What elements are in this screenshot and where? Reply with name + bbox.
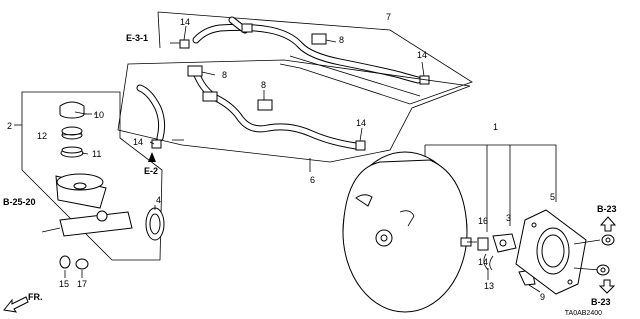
callout-3: 3 [506, 213, 511, 223]
callout-14a: 14 [180, 17, 190, 27]
diagram-code: TA0AB2400 [565, 310, 602, 317]
front-label: FR. [28, 292, 43, 302]
callout-8a: 8 [339, 35, 344, 45]
leader-lines [14, 25, 541, 293]
callout-2: 2 [7, 121, 12, 131]
callout-12: 12 [37, 131, 47, 141]
brake-booster [342, 144, 557, 313]
reference-labels: E-3-1 E-2 B-25-20 B-23 B-23 [3, 33, 617, 307]
ref-e-2: E-2 [144, 166, 158, 176]
callout-15: 15 [59, 279, 69, 289]
ref-b-23-bottom: B-23 [591, 297, 611, 307]
ref-b-25-20: B-25-20 [3, 197, 36, 207]
front-indicator: FR. [3, 292, 43, 313]
callout-14c: 14 [133, 137, 143, 147]
callout-14b: 14 [417, 50, 427, 60]
front-arrow-icon [3, 296, 29, 313]
callout-8b: 8 [222, 70, 227, 80]
callout-5: 5 [550, 192, 555, 202]
master-cylinder-group [21, 91, 165, 270]
callout-9: 9 [540, 292, 545, 302]
callout-numbers: 1 2 3 4 5 6 7 8 8 8 9 10 11 12 13 14 14 … [7, 12, 555, 302]
callout-16: 16 [478, 216, 488, 226]
callout-14d: 14 [356, 118, 366, 128]
callout-11: 11 [92, 149, 101, 159]
lower-hose-panel [117, 59, 471, 163]
ref-e-3-1: E-3-1 [126, 33, 148, 43]
callout-10: 10 [94, 110, 104, 120]
callout-17: 17 [77, 279, 87, 289]
callout-6: 6 [310, 175, 315, 185]
gasket-plate [515, 209, 615, 295]
callout-7: 7 [386, 12, 391, 22]
callout-4: 4 [156, 195, 161, 205]
b-23-down-arrow [598, 279, 616, 294]
callout-14e: 14 [478, 257, 488, 267]
callout-8c: 8 [261, 80, 266, 90]
callout-13: 13 [484, 281, 494, 291]
callout-1: 1 [493, 122, 498, 132]
ref-e-2-arrow [148, 152, 156, 162]
b-23-up-arrow [599, 216, 617, 232]
ref-b-23-top: B-23 [597, 204, 617, 214]
small-parts [477, 233, 536, 286]
